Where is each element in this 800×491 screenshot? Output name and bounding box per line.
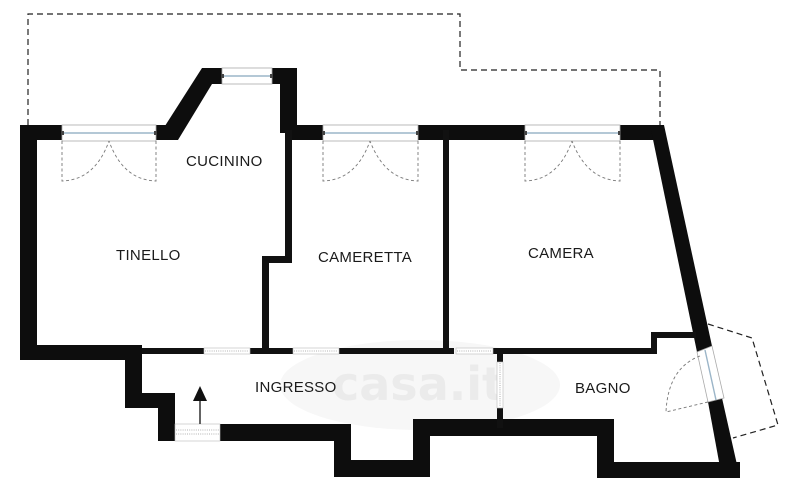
windows	[61, 67, 725, 403]
room-label-tinello: TINELLO	[116, 247, 181, 264]
room-label-cameretta: CAMERETTA	[318, 249, 412, 266]
watermark-text: casa.it	[332, 357, 504, 411]
doorway-cameretta	[292, 347, 340, 355]
window-tinello	[61, 124, 157, 142]
doorway-tinello	[203, 347, 251, 355]
interior-walls	[142, 130, 696, 428]
bagno-exterior-outline	[707, 323, 779, 439]
window-cameretta	[322, 124, 419, 142]
room-label-ingresso: INGRESSO	[255, 379, 337, 396]
doorway-camera	[455, 347, 494, 355]
terrace-outline	[27, 13, 661, 125]
doorways	[174, 347, 504, 442]
room-labels: CUCININO TINELLO CAMERETTA CAMERA INGRES…	[116, 153, 631, 397]
exterior-walls	[20, 68, 740, 478]
window-bagno	[696, 345, 725, 403]
entrance-arrow-icon	[193, 386, 207, 424]
window-cucinino	[221, 67, 273, 85]
watermark: casa.it	[280, 340, 560, 430]
room-label-bagno: BAGNO	[575, 380, 631, 397]
room-label-camera: CAMERA	[528, 245, 594, 262]
door-swings	[61, 140, 709, 413]
room-label-cucinino: CUCININO	[186, 153, 263, 170]
doorway-entrance	[174, 423, 221, 442]
window-camera	[524, 124, 621, 142]
doorway-bagno	[496, 361, 504, 409]
